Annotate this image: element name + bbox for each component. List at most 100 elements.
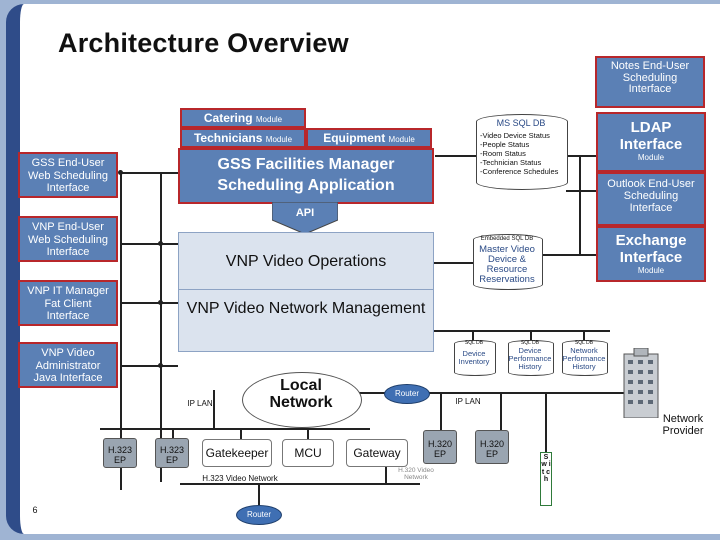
exchange-interface: Exchange Interface Module (596, 226, 706, 282)
connector (180, 483, 420, 485)
mcu: MCU (282, 439, 334, 467)
db-item: -Technician Status (480, 158, 542, 167)
local-network-cloud (242, 372, 362, 428)
connector (428, 392, 648, 394)
router-bottom: Router (236, 505, 282, 525)
outlook-interface: Outlook End-User Scheduling Interface (596, 172, 706, 226)
small-db-text: Device Inventory (458, 349, 490, 366)
catering-name: Catering (203, 111, 253, 125)
ip-lan-right: IP LAN (455, 397, 481, 406)
catering-module: Catering Module (180, 108, 306, 128)
connector (566, 155, 596, 157)
connector (472, 330, 474, 342)
db-item: -Video Device Status (480, 131, 550, 140)
technicians-module: Technicians Module (180, 128, 306, 148)
api-label: API (295, 207, 315, 219)
h323-network-label: H.323 Video Network (202, 474, 278, 483)
exchange-name: Exchange Interface (615, 232, 687, 266)
small-db-header: SQL DB (574, 340, 594, 346)
connector (430, 330, 610, 332)
connector (240, 428, 242, 440)
connector (120, 428, 122, 440)
connector (120, 172, 122, 490)
connector (385, 462, 387, 484)
ip-lan-left: IP LAN (187, 399, 213, 408)
connector (566, 190, 596, 192)
network-performance-db (562, 340, 608, 376)
vnp-video-network-management: VNP Video Network Management (178, 290, 434, 352)
client-gss-end-user: GSS End-User Web Scheduling Interface (18, 152, 118, 198)
vnp-ops-label: VNP Video Operations (225, 253, 387, 270)
client-label: VNP End-User Web Scheduling Interface (28, 221, 108, 259)
technicians-suffix: Module (265, 135, 293, 144)
switch-label: S w i t c h (541, 454, 551, 484)
api-arrow (272, 202, 338, 234)
client-label: VNP IT Manager Fat Client Interface (27, 285, 109, 323)
connector (172, 428, 174, 440)
catering-suffix: Module (255, 115, 283, 124)
connector (530, 330, 532, 342)
embedded-db-header: Embedded SQL DB (480, 236, 534, 242)
equipment-name: Equipment (323, 131, 386, 145)
connector (500, 392, 502, 430)
h320-network-label: H.320 Video Network (398, 467, 434, 481)
connector (579, 155, 581, 255)
page-number: 6 (32, 505, 38, 515)
connector (540, 254, 596, 256)
connector-dot (158, 363, 163, 368)
db-item: -Conference Schedules (480, 167, 559, 176)
gateway: Gateway (346, 439, 408, 467)
ldap-name: LDAP Interface (619, 119, 683, 153)
embedded-sql-db (473, 234, 543, 290)
connector (120, 172, 178, 174)
gatekeeper: Gatekeeper (202, 439, 272, 467)
connector-dot (118, 170, 123, 175)
connector (258, 483, 260, 505)
outlook-label: Outlook End-User Scheduling Interface (607, 178, 695, 215)
exchange-suffix: Module (637, 266, 665, 275)
client-vnp-it-manager: VNP IT Manager Fat Client Interface (18, 280, 118, 326)
small-db-header: SQL DB (520, 340, 540, 346)
db-item: -Room Status (480, 149, 526, 158)
connector-dot (158, 241, 163, 246)
equipment-module: Equipment Module (306, 128, 432, 148)
connector (583, 330, 585, 342)
connector (435, 155, 477, 157)
client-vnp-end-user: VNP End-User Web Scheduling Interface (18, 216, 118, 262)
connector (120, 365, 178, 367)
connector (120, 302, 178, 304)
client-label: VNP Video Administrator Java Interface (33, 347, 103, 385)
gss-app-label: GSS Facilities Manager Scheduling Applic… (217, 156, 395, 194)
h320-ep-1: H.320 EP (423, 430, 457, 464)
embedded-db-text: Master Video Device & Resource Reservati… (479, 244, 535, 285)
client-label: GSS End-User Web Scheduling Interface (28, 157, 108, 195)
gss-facilities-manager: GSS Facilities Manager Scheduling Applic… (178, 148, 434, 204)
h320-ep-2: H.320 EP (475, 430, 509, 464)
client-vnp-video-admin: VNP Video Administrator Java Interface (18, 342, 118, 388)
connector (545, 392, 547, 452)
small-db-header: SQL DB (464, 340, 484, 346)
h323-ep-1: H.323 EP (103, 438, 137, 468)
network-provider-label: Network Provider (662, 413, 704, 437)
router-top: Router (384, 384, 430, 404)
connector (433, 262, 473, 264)
connector (213, 390, 215, 430)
connector (307, 428, 309, 440)
connector (120, 243, 178, 245)
small-db-text: Network Performance History (562, 346, 606, 371)
technicians-name: Technicians (193, 131, 263, 145)
building-icon (623, 348, 659, 418)
notes-label: Notes End-User Scheduling Interface (610, 60, 690, 96)
ldap-suffix: Module (637, 153, 665, 162)
connector-dot (158, 300, 163, 305)
h323-ep-2: H.323 EP (155, 438, 189, 468)
connector (440, 392, 442, 430)
ms-sql-db-items: -Video Device Status -People Status -Roo… (480, 131, 568, 176)
switch (540, 452, 552, 506)
notes-box: Notes End-User Scheduling Interface (595, 56, 705, 108)
local-network-label: Local Network (269, 377, 333, 411)
vnp-net-label: VNP Video Network Management (186, 300, 426, 317)
ms-sql-db-header: MS SQL DB (496, 118, 546, 128)
device-performance-db (508, 340, 554, 376)
device-inventory-db (454, 340, 496, 376)
